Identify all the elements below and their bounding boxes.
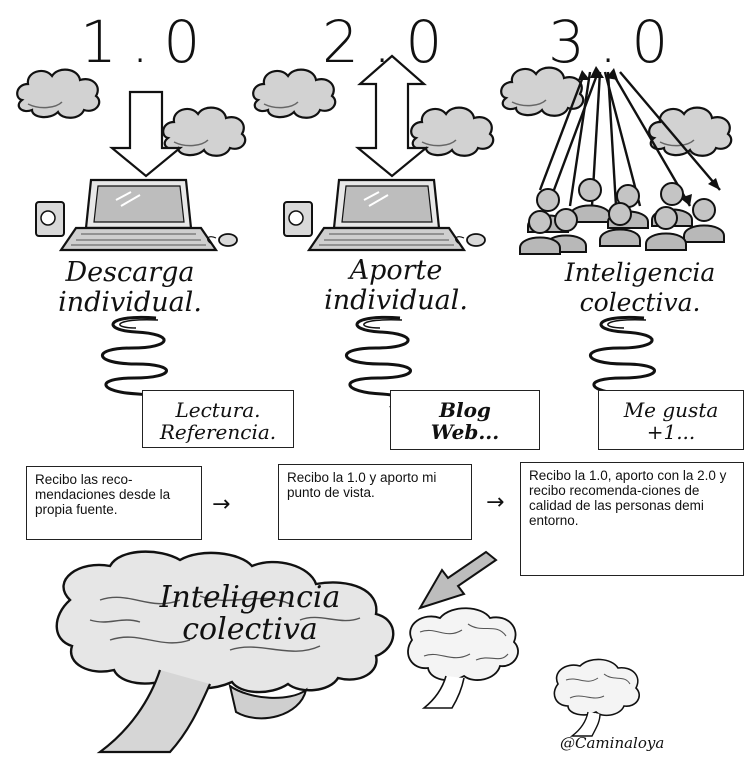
brain-label-line1: Inteligencia: [159, 580, 341, 615]
note-2-line2: Web...: [430, 420, 500, 444]
double-arrow: [354, 54, 430, 178]
note-3: Me gusta +1...: [598, 390, 744, 450]
people-crowd-icon: [519, 178, 725, 255]
cloud-icon: [16, 68, 101, 119]
cloud-icon: [252, 68, 337, 119]
flow-arrow-2: →: [486, 490, 505, 515]
brain-label: Inteligencia colectiva: [130, 582, 370, 646]
note-1-line1: Lectura.: [175, 398, 261, 422]
caption-2: Aporte individual.: [286, 256, 506, 316]
flow-arrow-1: →: [212, 492, 231, 517]
version-heading-2: 2.0: [322, 8, 457, 76]
caption-3-line1: Inteligencia: [564, 258, 716, 287]
version-heading-1: 1.0: [80, 8, 215, 76]
brain-icon: [553, 658, 640, 737]
description-box-2: Recibo la 1.0 y aporto mi punto de vista…: [278, 464, 472, 540]
laptop-icon: [34, 178, 239, 252]
description-box-3: Recibo la 1.0, aporto con la 2.0 y recib…: [520, 462, 744, 576]
brain-icon: [407, 607, 519, 709]
brain-label-line2: colectiva: [182, 612, 318, 647]
laptop-icon: [282, 178, 487, 252]
cloud-icon: [648, 106, 733, 157]
caption-2-line2: individual.: [324, 285, 468, 316]
caption-1-line1: Descarga: [65, 257, 195, 288]
caption-3: Inteligencia colectiva.: [536, 258, 744, 318]
description-box-1: Recibo las reco-mendaciones desde la pro…: [26, 466, 202, 540]
pointer-arrow: [417, 550, 498, 610]
note-2-line1: Blog: [439, 398, 491, 422]
caption-1: Descarga individual.: [20, 258, 240, 318]
note-1: Lectura. Referencia.: [142, 390, 294, 448]
note-1-line2: Referencia.: [159, 420, 277, 444]
note-3-line2: +1...: [646, 420, 696, 444]
caption-1-line2: individual.: [58, 287, 202, 318]
caption-3-line2: colectiva.: [579, 288, 701, 317]
author-credit: @Caminaloya: [560, 734, 665, 752]
version-heading-3: 3.0: [548, 8, 683, 76]
brain-icon: [55, 550, 395, 754]
note-3-line1: Me gusta: [623, 398, 719, 422]
download-arrow: [108, 90, 184, 178]
note-2: Blog Web...: [390, 390, 540, 450]
caption-2-line1: Aporte: [349, 255, 443, 286]
